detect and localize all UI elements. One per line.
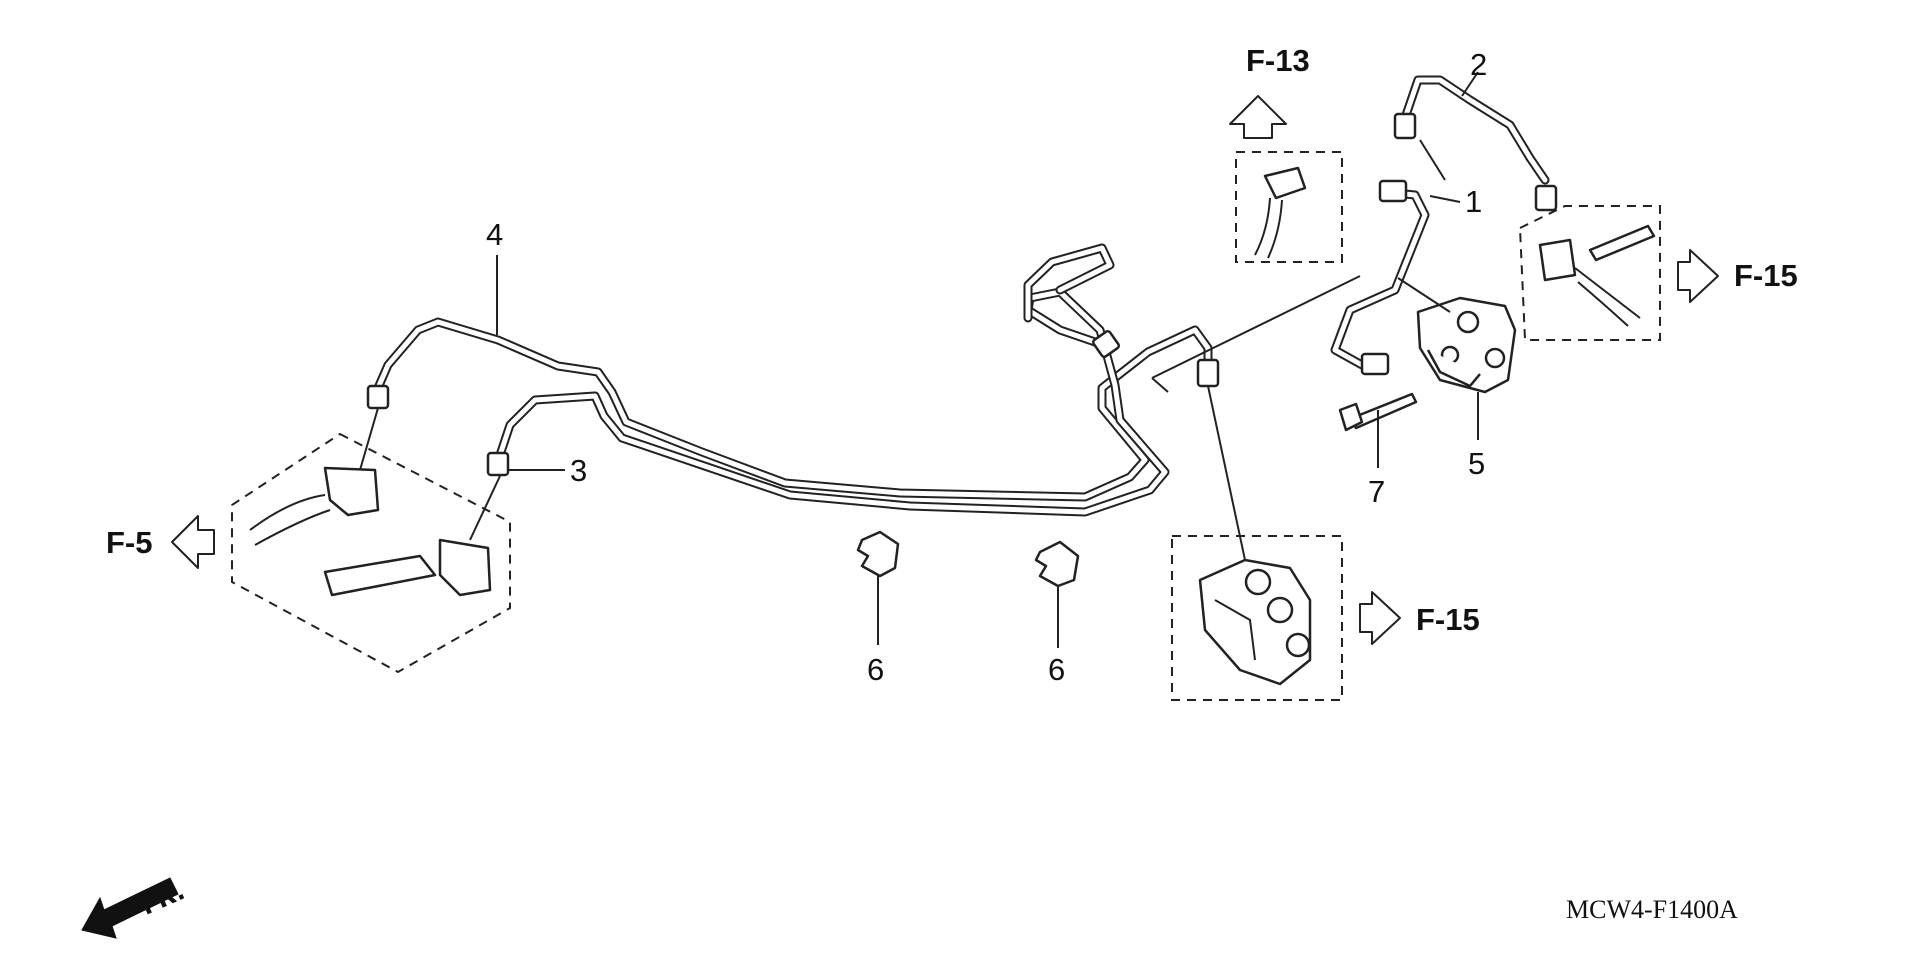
arrow-f15-upper-icon [1677, 249, 1719, 303]
ref-f13[interactable]: F-13 [1246, 43, 1310, 78]
callout-7: 7 [1368, 474, 1385, 509]
callout-6-right: 6 [1048, 652, 1065, 687]
clamp-part-6-left[interactable] [856, 530, 900, 578]
detail-box-f15-lower [1171, 535, 1343, 701]
callout-1: 1 [1465, 184, 1482, 219]
front-label: FR. [137, 877, 189, 921]
detail-box-f13 [1235, 151, 1343, 263]
front-arrow-icon [81, 877, 179, 939]
pipe-part-2[interactable] [1393, 75, 1558, 212]
pipe-fittings [366, 330, 1220, 477]
ref-f5[interactable]: F-5 [106, 525, 153, 560]
detail-box-f15-upper [1518, 205, 1661, 341]
bolt-part-7[interactable] [1338, 392, 1418, 432]
ref-f15-lower[interactable]: F-15 [1416, 602, 1480, 637]
callout-3: 3 [570, 453, 587, 488]
diagram-code: MCW4-F1400A [1566, 895, 1738, 924]
pipe-part-1[interactable] [1330, 179, 1430, 376]
pipe-upper-branch [1023, 243, 1115, 323]
clamp-part-6-right[interactable] [1034, 540, 1080, 588]
valve-part-5[interactable] [1416, 296, 1517, 394]
detail-box-f5 [231, 432, 511, 674]
pipe-part-4[interactable] [373, 317, 1213, 502]
callout-4: 4 [486, 217, 503, 252]
arrow-f5-icon [171, 515, 215, 569]
callout-6-left: 6 [867, 652, 884, 687]
leader-lines [359, 71, 1479, 648]
ref-f15-upper[interactable]: F-15 [1734, 258, 1798, 293]
arrow-f13-icon [1229, 95, 1287, 139]
callout-5: 5 [1468, 446, 1485, 481]
callout-2: 2 [1470, 47, 1487, 82]
arrow-f15-lower-icon [1359, 591, 1401, 645]
pipe-part-3[interactable] [495, 287, 1170, 517]
